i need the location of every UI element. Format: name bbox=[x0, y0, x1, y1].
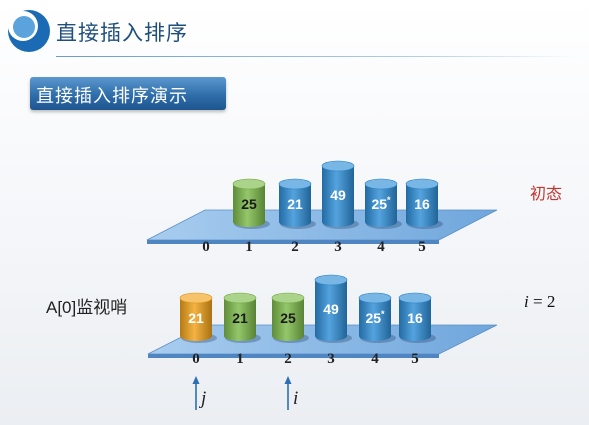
cylinder-value: 49 bbox=[330, 187, 346, 203]
cylinder-top bbox=[321, 160, 355, 172]
row-step-i2: 0 1 2 3 4 5 21 21 25 49 25* 16 bbox=[147, 274, 498, 367]
platform-edge bbox=[147, 240, 439, 244]
row-initial: 0 1 2 3 4 5 25 21 49 25* 16 bbox=[146, 160, 498, 255]
i-value-label: i = 2 bbox=[524, 292, 555, 312]
cylinder-top bbox=[314, 274, 348, 286]
cylinder-value: 16 bbox=[414, 196, 430, 212]
index-label: 0 bbox=[192, 351, 200, 367]
cylinder-value: 16 bbox=[407, 310, 423, 326]
pointer-i: i bbox=[284, 376, 298, 410]
index-label: 2 bbox=[284, 351, 292, 367]
header: 直接插入排序 bbox=[0, 0, 589, 62]
index-label: 1 bbox=[245, 239, 253, 255]
section-title: 直接插入排序演示 bbox=[36, 86, 188, 107]
i-variable: i bbox=[524, 292, 529, 311]
cylinder-body bbox=[315, 280, 347, 341]
index-label: 3 bbox=[334, 239, 342, 255]
platform-edge bbox=[148, 354, 439, 358]
cylinder-blue: 16 bbox=[405, 178, 443, 229]
cylinder-body bbox=[233, 184, 265, 227]
cylinder-top bbox=[405, 178, 439, 190]
index-label: 3 bbox=[327, 351, 335, 367]
cylinder-top bbox=[358, 292, 392, 304]
cylinder-body bbox=[224, 298, 256, 341]
cylinder-green: 25 bbox=[232, 178, 270, 229]
page-title: 直接插入排序 bbox=[56, 21, 188, 45]
header-divider bbox=[56, 56, 576, 57]
cylinder-value: 25* bbox=[371, 195, 391, 212]
cylinder-body bbox=[365, 184, 397, 227]
cylinder-body bbox=[406, 184, 438, 227]
cylinder-value: 21 bbox=[188, 310, 204, 326]
cylinder-value: 21 bbox=[287, 196, 303, 212]
cylinder-blue: 49 bbox=[321, 160, 359, 229]
index-label: 5 bbox=[411, 351, 419, 367]
cylinder-body bbox=[279, 184, 311, 227]
cylinder-top bbox=[232, 178, 266, 190]
cylinder-top bbox=[271, 292, 305, 304]
index-label: 0 bbox=[202, 239, 210, 255]
cylinder-blue: 25* bbox=[358, 292, 396, 343]
arrow-head-icon bbox=[192, 376, 200, 384]
cylinder-green: 25 bbox=[271, 292, 309, 343]
star-marker: * bbox=[381, 309, 385, 319]
pointer-label: j bbox=[198, 388, 206, 409]
cylinder-blue: 25* bbox=[364, 178, 402, 229]
star-marker: * bbox=[387, 195, 391, 205]
index-label: 4 bbox=[371, 351, 379, 367]
cylinder-value: 25* bbox=[365, 309, 385, 326]
initial-state-label: 初态 bbox=[530, 184, 563, 203]
index-label: 1 bbox=[236, 351, 244, 367]
arrow-head-icon bbox=[284, 376, 292, 384]
i-value: = 2 bbox=[528, 292, 556, 311]
cylinder-top bbox=[364, 178, 398, 190]
sentinel-label: A[0]监视哨 bbox=[46, 298, 128, 317]
index-label: 2 bbox=[291, 239, 299, 255]
cylinder-value: 25 bbox=[241, 196, 257, 212]
cylinder-top bbox=[179, 292, 213, 304]
cylinder-body bbox=[180, 298, 212, 341]
cylinder-blue: 49 bbox=[314, 274, 352, 343]
cylinder-top bbox=[223, 292, 257, 304]
cylinder-top bbox=[398, 292, 432, 304]
cylinder-body bbox=[322, 166, 354, 227]
cylinder-value: 21 bbox=[232, 310, 248, 326]
cylinder-body bbox=[272, 298, 304, 341]
cylinder-blue: 21 bbox=[278, 178, 316, 229]
section-title-banner: 直接插入排序演示 bbox=[30, 77, 226, 110]
cylinder-top bbox=[278, 178, 312, 190]
cylinder-value: 25 bbox=[280, 310, 296, 326]
logo-icon bbox=[8, 10, 50, 52]
cylinder-body bbox=[359, 298, 391, 341]
cylinder-green: 21 bbox=[223, 292, 261, 343]
pointer-label: i bbox=[293, 388, 298, 409]
cylinder-body bbox=[399, 298, 431, 341]
pointer-j: j bbox=[192, 376, 206, 410]
cylinder-orange: 21 bbox=[179, 292, 217, 343]
index-label: 5 bbox=[418, 239, 426, 255]
index-label: 4 bbox=[377, 239, 385, 255]
cylinder-value: 49 bbox=[323, 301, 339, 317]
cylinder-blue: 16 bbox=[398, 292, 436, 343]
